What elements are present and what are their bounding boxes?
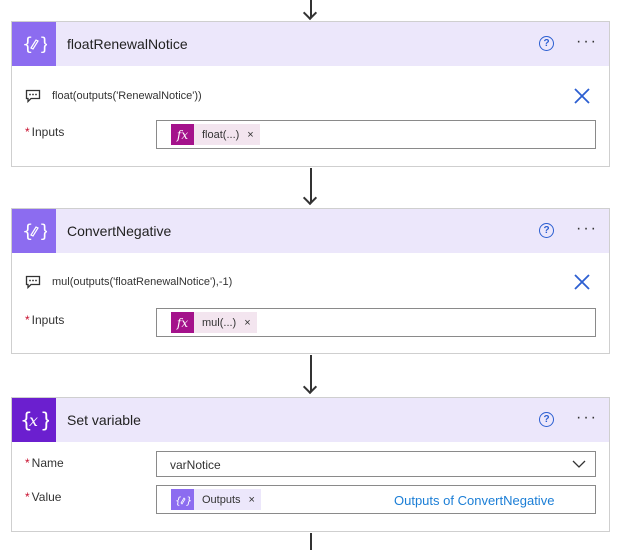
flow-arrow-bottom (303, 533, 319, 550)
chevron-down-icon[interactable] (572, 460, 586, 468)
remove-token-icon[interactable]: × (248, 493, 255, 506)
more-options-icon[interactable]: ··· (576, 220, 598, 237)
action-card-convert-negative: { } ConvertNegative ? ··· mul(outputs('f… (11, 208, 610, 354)
expression-text: float(outputs('RenewalNotice')) (52, 90, 202, 102)
svg-text:}: } (40, 408, 49, 432)
name-dropdown[interactable]: varNotice (156, 451, 596, 477)
compose-icon: { } (171, 489, 194, 510)
inputs-field[interactable]: fx mul(...) × (156, 308, 596, 337)
value-field[interactable]: { } Outputs × Outputs of ConvertNegative (156, 485, 596, 514)
card-title: Set variable (67, 412, 141, 428)
remove-token-icon[interactable]: × (244, 316, 251, 329)
svg-text:{: { (22, 34, 33, 55)
variable-icon: { x } (12, 398, 56, 442)
flow-arrow (302, 355, 319, 395)
fx-icon: fx (171, 312, 194, 333)
token-label: Outputs (202, 493, 241, 506)
more-options-icon[interactable]: ··· (576, 33, 598, 50)
card-title: floatRenewalNotice (67, 36, 188, 52)
svg-text:{: { (20, 408, 33, 432)
fx-icon: fx (171, 124, 194, 145)
card-header[interactable]: { } ConvertNegative ? ··· (12, 209, 609, 253)
expression-token[interactable]: fx float(...) × (171, 124, 260, 145)
svg-text:{: { (22, 221, 33, 242)
svg-text:{: { (175, 496, 182, 506)
value-label: *Value (25, 490, 62, 504)
card-title: ConvertNegative (67, 223, 172, 239)
comment-icon (25, 275, 41, 289)
expression-text: mul(outputs('floatRenewalNotice'),-1) (52, 276, 233, 288)
expression-row: mul(outputs('floatRenewalNotice'),-1) (25, 272, 597, 294)
help-icon[interactable]: ? (539, 412, 554, 427)
help-icon[interactable]: ? (539, 223, 554, 238)
name-value: varNotice (170, 458, 221, 472)
close-icon[interactable] (572, 86, 592, 106)
help-icon[interactable]: ? (539, 36, 554, 51)
annotation-note: Outputs of ConvertNegative (394, 493, 555, 508)
action-card-float-renewal-notice: { } floatRenewalNotice ? ··· float(outpu… (11, 21, 610, 167)
close-icon[interactable] (572, 272, 592, 292)
card-header[interactable]: { } floatRenewalNotice ? ··· (12, 22, 609, 66)
token-label: mul(...) (202, 316, 237, 329)
comment-icon (25, 89, 41, 103)
compose-icon: { } (12, 22, 56, 66)
expression-row: float(outputs('RenewalNotice')) (25, 86, 597, 108)
compose-icon: { } (12, 209, 56, 253)
more-options-icon[interactable]: ··· (576, 409, 598, 426)
flow-arrow-top (302, 0, 319, 21)
action-card-set-variable: { x } Set variable ? ··· *Name varNotice… (11, 397, 610, 532)
svg-text:}: } (39, 34, 47, 55)
remove-token-icon[interactable]: × (247, 128, 254, 141)
name-label: *Name (25, 456, 64, 470)
card-header[interactable]: { x } Set variable ? ··· (12, 398, 609, 442)
inputs-field[interactable]: fx float(...) × (156, 120, 596, 149)
token-label: float(...) (202, 128, 240, 141)
inputs-label: *Inputs (25, 313, 65, 327)
inputs-label: *Inputs (25, 125, 65, 139)
svg-text:}: } (186, 496, 191, 506)
svg-text:x: x (29, 411, 38, 430)
expression-token[interactable]: fx mul(...) × (171, 312, 257, 333)
flow-arrow (302, 168, 319, 206)
svg-text:}: } (39, 221, 47, 242)
dynamic-content-token[interactable]: { } Outputs × (171, 489, 261, 510)
